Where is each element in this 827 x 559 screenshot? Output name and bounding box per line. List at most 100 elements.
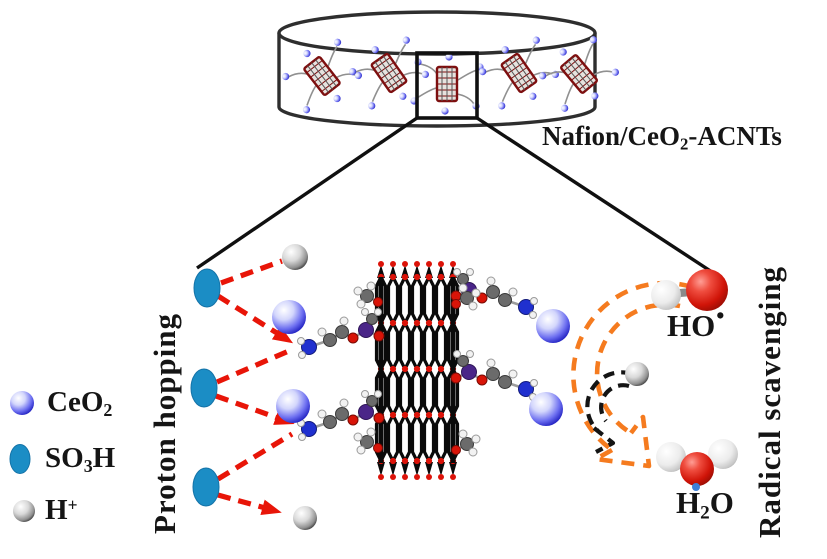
zoom-line-left [196, 116, 418, 270]
atom-H [374, 390, 382, 398]
atom-H [366, 281, 376, 291]
oxygen-dot [378, 261, 384, 267]
methoxy-group [353, 281, 383, 309]
legend-icons [9, 391, 35, 522]
ceo2-particles [272, 300, 570, 426]
hydrogen-atom [651, 280, 681, 310]
atom-C [335, 407, 349, 421]
oxygen-dot [437, 365, 445, 373]
atom-H [353, 286, 363, 296]
cluster-chain [306, 85, 317, 106]
cluster-chain [501, 82, 513, 102]
methoxy-group [451, 429, 481, 457]
legend-ceo2-icon [10, 391, 34, 415]
atom-S [358, 322, 374, 338]
atom-N [518, 381, 534, 397]
hop-segment [216, 431, 294, 482]
orange-arc-inner [594, 302, 681, 435]
cluster-ceo2-dot [371, 46, 379, 54]
hydroxyl-radical-label: HO• [667, 303, 724, 344]
cluster-ceo2-dot [529, 92, 537, 100]
cnt-spike [449, 462, 457, 476]
atom-H [471, 288, 481, 298]
atom-O [373, 297, 383, 307]
cluster-ceo2-dot [303, 49, 311, 58]
nafion-side-chains [297, 268, 538, 457]
membrane-title-subscript: 2 [680, 134, 689, 154]
cylinder-body [277, 33, 597, 128]
cnt-spike [389, 462, 397, 476]
legend-so3h-suffix: H [92, 442, 116, 474]
oxygen-atom [680, 452, 714, 486]
atom-H [468, 301, 478, 311]
atom-S [358, 404, 374, 420]
h2o-o: O [709, 485, 734, 520]
atom-O [373, 330, 385, 342]
h2o-h: H [676, 485, 701, 520]
legend-ceo2-label: CeO2 [47, 386, 112, 421]
atom-H [317, 409, 327, 419]
oxygen-dot [437, 273, 445, 281]
atom-H [356, 445, 366, 455]
oxygen-dot [437, 411, 445, 419]
oxygen-dot [389, 365, 397, 373]
ceo2-sphere [276, 389, 310, 423]
hplus-sphere [282, 244, 308, 270]
cluster-ceo2-dot [421, 70, 429, 78]
cnt-spike [413, 462, 421, 476]
cluster-chain [456, 93, 475, 105]
atom-O [450, 372, 462, 384]
ceo2-sphere [272, 300, 306, 334]
atom-H [361, 390, 369, 398]
oxygen-dot [402, 474, 408, 480]
cluster-ceo2-dot [282, 72, 290, 81]
cluster-ceo2-dot [589, 36, 597, 44]
atom-H [353, 432, 363, 442]
hplus-capture-arrow [585, 370, 633, 454]
oxygen-dot [401, 319, 409, 327]
oxygen-dot [414, 474, 420, 480]
oxygen-dot [401, 365, 409, 373]
atom-C [498, 293, 512, 307]
methoxy-group [353, 427, 383, 455]
cluster-ceo2-dot [479, 68, 487, 76]
atom-H [468, 447, 478, 457]
black-arc-outer [585, 370, 633, 433]
cluster-ceo2-dot [501, 46, 509, 54]
nanotube-cluster [349, 36, 429, 110]
zoom-line-right [476, 116, 713, 274]
hydrogen-atom [708, 439, 738, 469]
atom-N [301, 421, 317, 437]
ceo2-sphere [529, 392, 563, 426]
atom-H [458, 283, 468, 293]
oxygen-dot [414, 261, 420, 267]
atom-H [529, 311, 537, 319]
atom-C [457, 355, 469, 367]
orange-arc-outer [571, 280, 693, 452]
cluster-ceo2-dot [368, 102, 376, 110]
cluster-ceo2-dot [591, 92, 599, 100]
water-label: H2O [676, 485, 734, 524]
membrane-title: Nafion/CeO2-ACNTs [542, 121, 782, 155]
atom-H [453, 268, 461, 276]
black-arrowhead [592, 426, 616, 454]
cluster-ceo2-dot [539, 72, 547, 80]
atom-O [476, 374, 488, 386]
nanotube-cluster [479, 36, 559, 110]
atom-C [360, 289, 374, 303]
atom-H [486, 358, 496, 368]
oxygen-dot [425, 457, 433, 465]
atom-C [366, 313, 378, 325]
cluster-ceo2-dot [302, 106, 311, 114]
lone-pair-dot [692, 483, 700, 491]
oxygen-dot [389, 273, 397, 281]
membrane-title-suffix: -ACNTs [688, 121, 782, 151]
oxygen-dot [413, 365, 421, 373]
legend-hplus-superscript: + [67, 495, 78, 516]
oxygen-dot [389, 411, 397, 419]
h2o-subscript: 2 [700, 502, 710, 524]
atom-H [298, 433, 306, 441]
cnt-spike [377, 462, 385, 476]
proton-hopping-label: Proton hopping [147, 312, 182, 534]
hydrogen-atom [656, 442, 686, 472]
